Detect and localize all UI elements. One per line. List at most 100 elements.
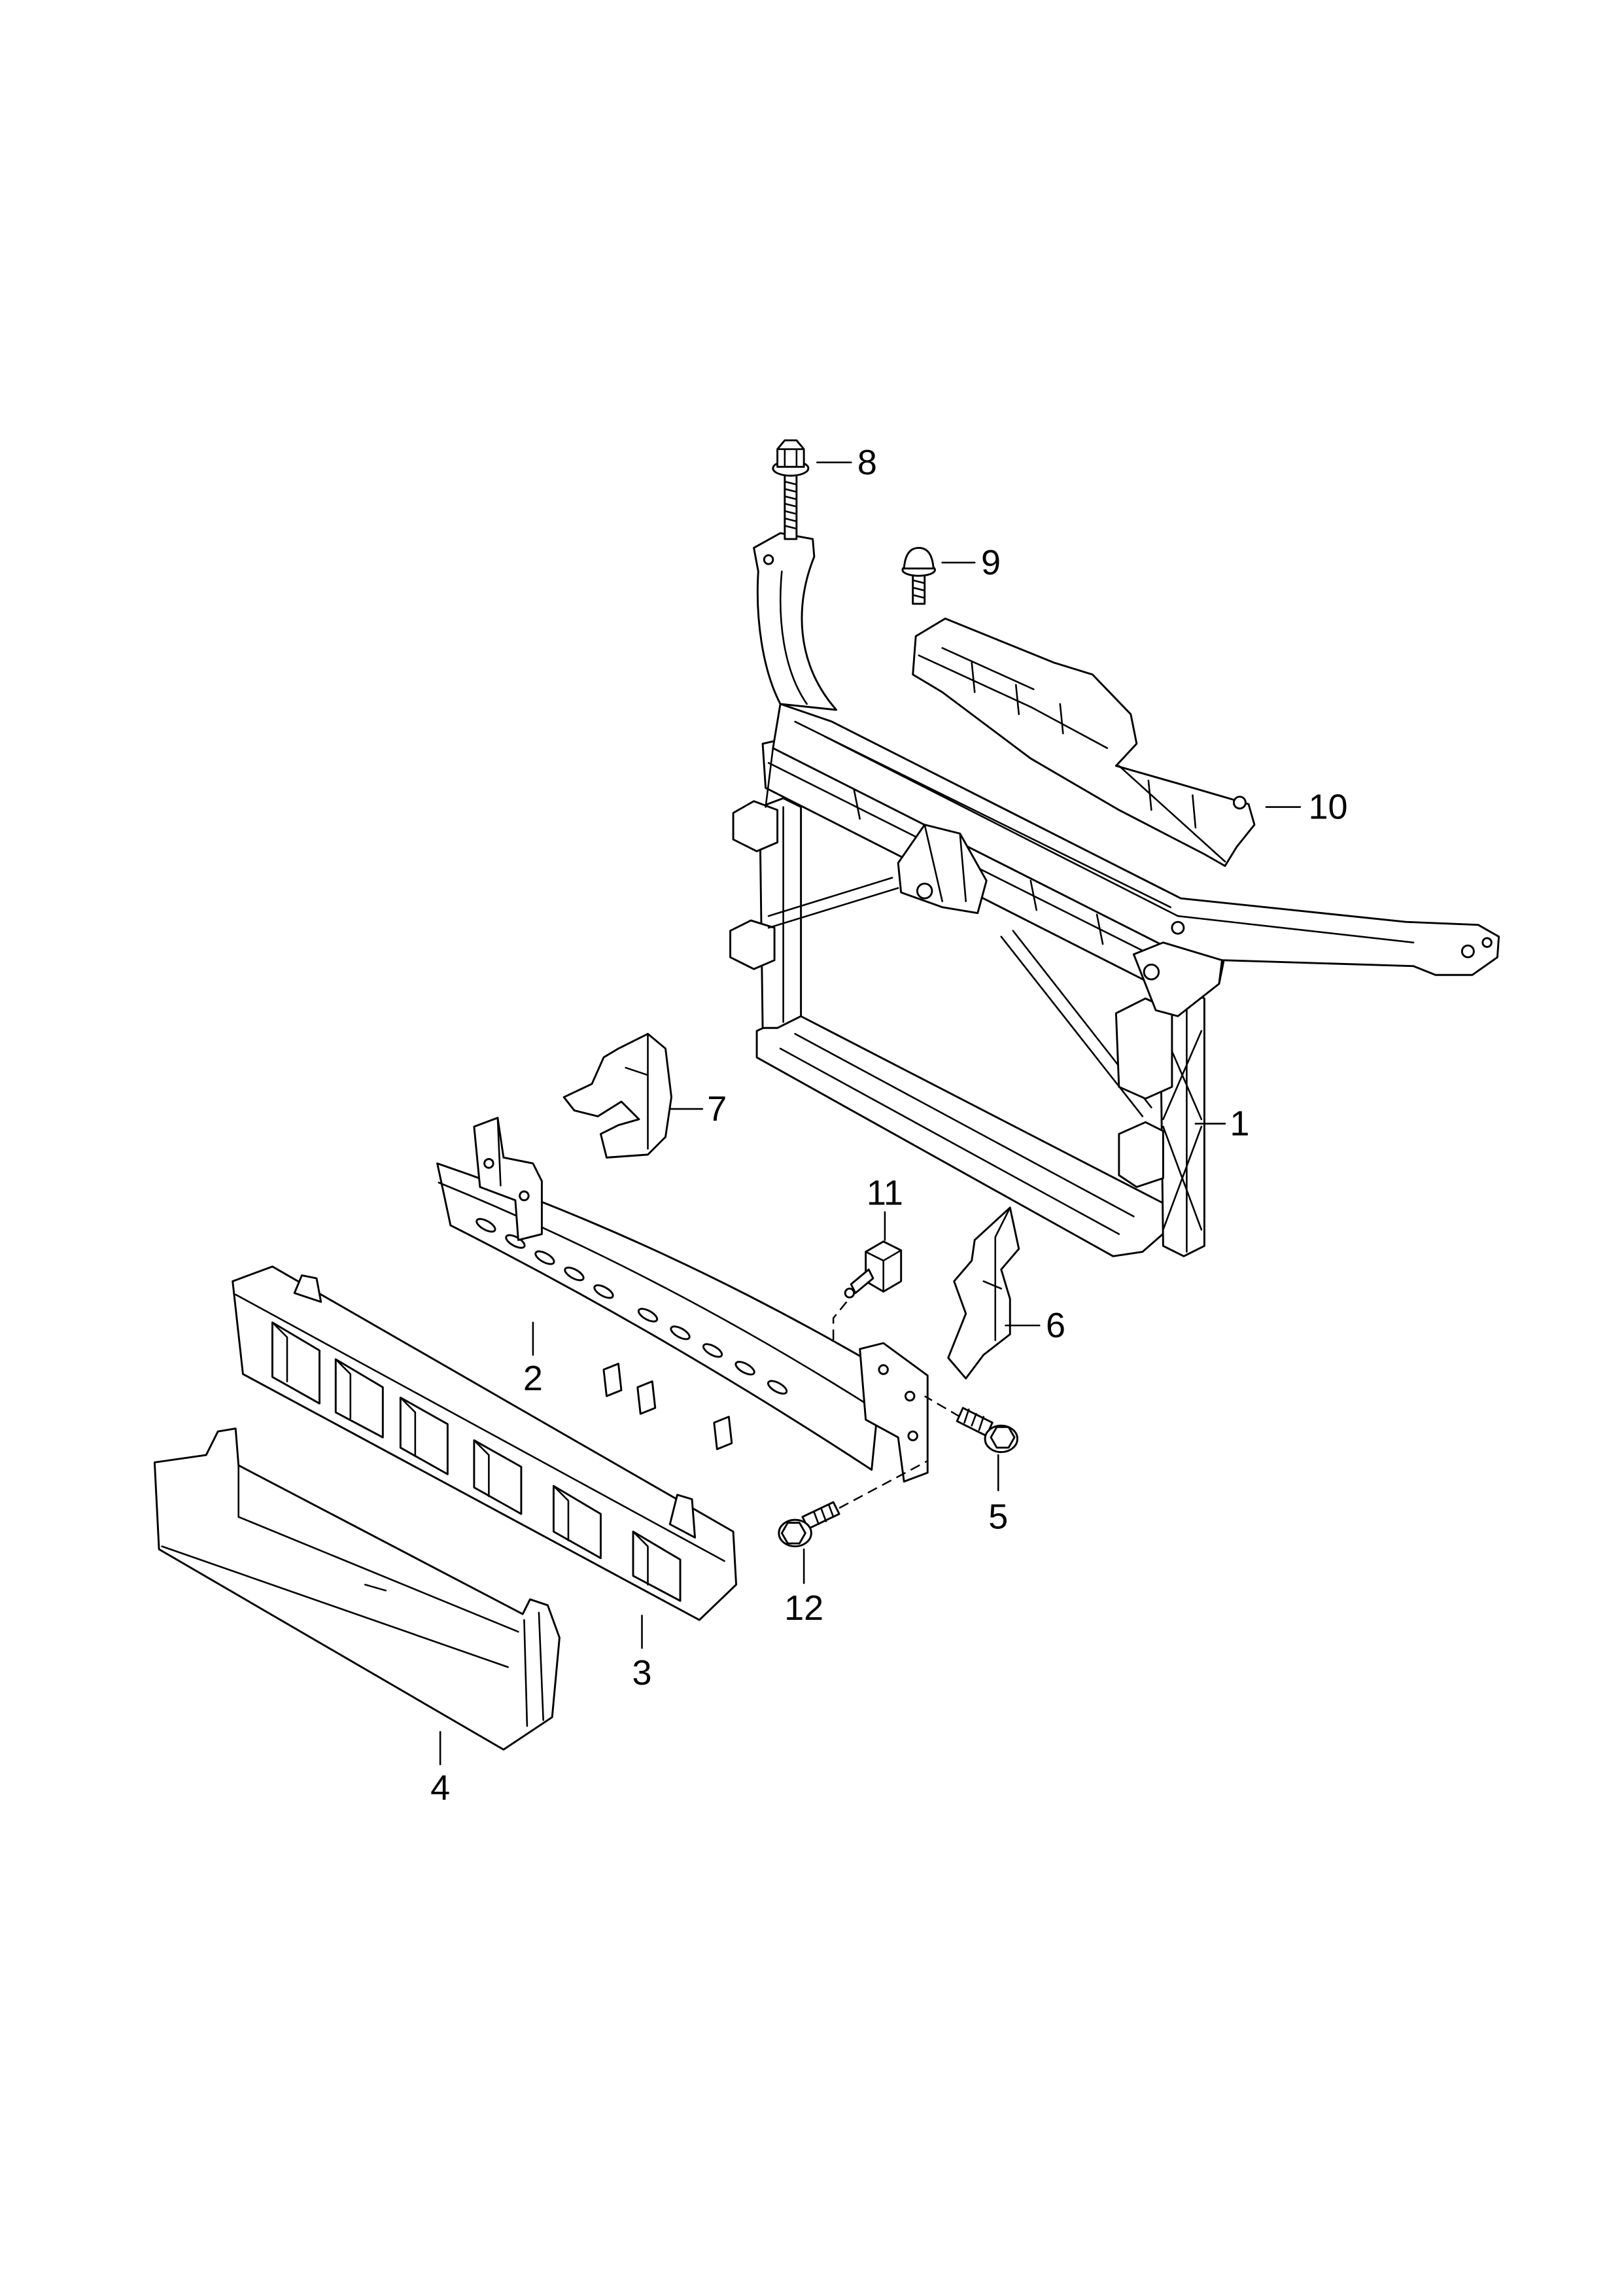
part-2-slot <box>475 1218 496 1233</box>
part-1-right-post-bracing <box>1162 994 1203 1253</box>
part-7 <box>562 1032 672 1159</box>
part-3-pocket <box>334 1358 384 1439</box>
part-2-tab <box>713 1416 733 1450</box>
part-2-hole <box>878 1364 889 1375</box>
callout-label-2: 2 <box>523 1359 543 1398</box>
part-3-tab <box>668 1494 697 1539</box>
part-1-diagonal-braces <box>767 877 1152 1117</box>
callout-label-4: 4 <box>430 1768 450 1808</box>
part-2-right-plate <box>859 1342 929 1483</box>
callout-label-3: 3 <box>632 1653 651 1692</box>
part-1-left-arm <box>753 532 838 711</box>
part-5-head <box>990 1426 1016 1449</box>
part-9-head <box>903 546 935 570</box>
part-6-edge <box>982 1206 1011 1341</box>
part-10 <box>912 617 1256 867</box>
callout-label-12: 12 <box>784 1588 823 1628</box>
part-2-left-plate-edge <box>496 1117 502 1187</box>
part-1-hole <box>1171 920 1185 935</box>
part-11-assembly-line <box>832 1301 848 1377</box>
part-3-pocket <box>632 1530 682 1602</box>
part-5 <box>924 1395 1018 1454</box>
part-12 <box>778 1460 928 1548</box>
callout-label-1: 1 <box>1230 1104 1249 1144</box>
part-2-beam-edge <box>438 1182 878 1412</box>
part-6-outline <box>947 1206 1020 1380</box>
part-3-pocket <box>552 1484 602 1560</box>
part-1-left-bracket-lower <box>729 919 776 970</box>
callout-label-8: 8 <box>857 443 877 482</box>
callout-label-6: 6 <box>1046 1306 1065 1345</box>
part-1-right-upper-bracket <box>1132 941 1223 1017</box>
part-3-tab <box>293 1274 322 1303</box>
callout-label-9: 9 <box>981 543 1001 582</box>
part-12-threads <box>813 1504 835 1526</box>
part-10-ribs <box>918 647 1226 863</box>
part-11-body-edge <box>865 1249 902 1293</box>
part-2-slot <box>767 1380 788 1395</box>
part-1-hole <box>1460 944 1475 958</box>
part-8-head-faces <box>776 448 805 468</box>
callout-leaders <box>439 461 1302 1766</box>
part-3-pocket-depth <box>271 1322 649 1586</box>
part-8 <box>772 439 810 540</box>
part-1-left-bracket-upper <box>732 800 779 852</box>
part-2-beam <box>436 1162 885 1471</box>
part-1-latch-edge <box>924 824 967 902</box>
part-2-slot <box>564 1267 585 1282</box>
part-1-hole <box>1143 964 1160 981</box>
part-1-top-beam-edges <box>794 720 1415 943</box>
part-2-left-plate <box>473 1117 543 1241</box>
part-1 <box>729 532 1500 1257</box>
part-10-clip <box>1232 796 1247 810</box>
part-11-connector <box>850 1268 874 1294</box>
part-3 <box>232 1265 738 1621</box>
part-3-pocket <box>271 1322 320 1405</box>
part-2-slot <box>734 1361 755 1376</box>
part-3-pocket <box>473 1439 523 1515</box>
part-11 <box>832 1240 903 1377</box>
part-2-hole <box>907 1430 918 1442</box>
part-2-slot <box>534 1250 555 1265</box>
callout-label-7: 7 <box>707 1089 727 1129</box>
part-7-edge <box>625 1032 649 1150</box>
callout-label-5: 5 <box>988 1498 1008 1537</box>
part-3-top-edge <box>234 1293 725 1562</box>
part-4-outline <box>153 1428 561 1751</box>
part-11-tip <box>844 1288 855 1299</box>
part-1-hole <box>763 554 774 565</box>
part-10-outline <box>912 617 1256 867</box>
part-8-threads <box>784 480 798 530</box>
part-2-slot <box>593 1284 614 1299</box>
part-1-bottom-rail <box>755 1012 1167 1257</box>
part-5-threads <box>963 1409 985 1431</box>
part-2-tab <box>602 1363 623 1397</box>
part-2-hole <box>483 1158 494 1169</box>
part-2-slot <box>637 1308 659 1323</box>
part-4-bracket <box>364 1583 544 1727</box>
callout-labels: 1 2 3 4 5 6 7 8 9 10 11 12 <box>430 443 1347 1808</box>
part-2-hole <box>519 1190 530 1202</box>
part-7-outline <box>562 1032 672 1159</box>
part-9-threads <box>912 579 926 599</box>
part-12-assembly-line <box>838 1460 928 1509</box>
part-3-outline <box>232 1265 738 1621</box>
part-6 <box>947 1206 1020 1380</box>
part-8-head <box>776 439 805 468</box>
part-2 <box>436 1117 929 1483</box>
part-9 <box>901 546 936 605</box>
part-2-slot <box>670 1325 691 1340</box>
part-1-bottom-rail-edge <box>779 1032 1135 1235</box>
part-5-assembly-line <box>924 1395 961 1418</box>
part-1-right-bracket-upper <box>1114 997 1173 1100</box>
part-12-head <box>780 1522 806 1545</box>
part-1-right-bracket-lower <box>1118 1121 1164 1188</box>
callout-label-10: 10 <box>1308 788 1347 827</box>
part-2-tab <box>636 1380 657 1415</box>
part-4 <box>153 1428 561 1751</box>
part-2-hole <box>904 1390 916 1402</box>
part-1-left-arm-edge <box>779 570 808 705</box>
part-1-hole <box>1481 937 1493 948</box>
part-2-slot <box>702 1343 723 1358</box>
